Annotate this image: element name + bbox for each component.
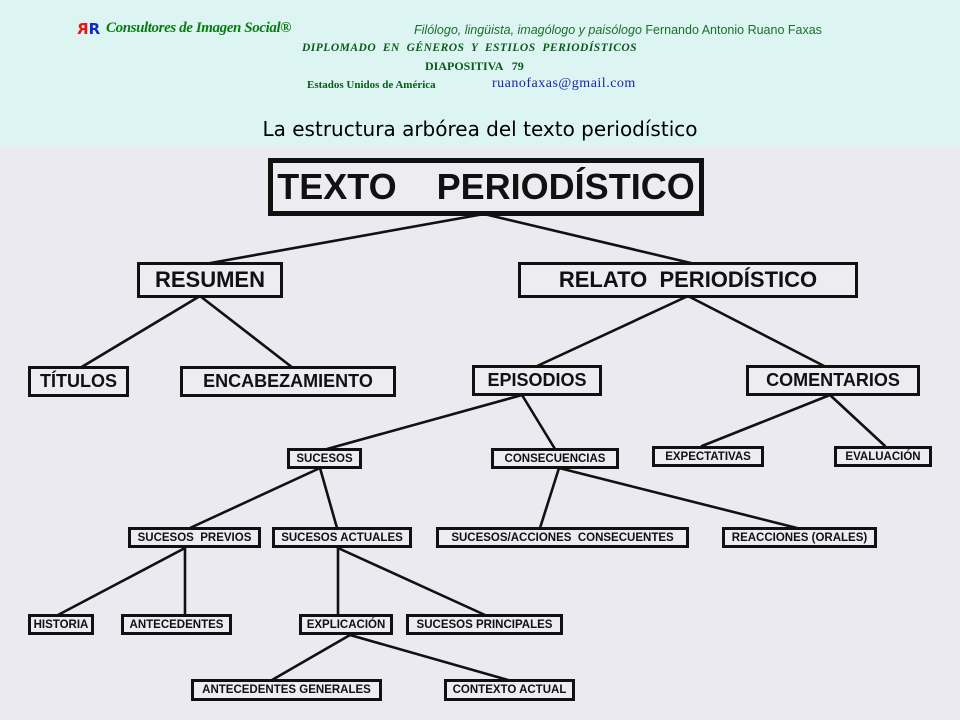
slide-number: DIAPOSITIVA 79 xyxy=(425,59,524,73)
node-sucesos: SUCESOS xyxy=(287,448,362,469)
node-sucesos-actuales: SUCESOS ACTUALES xyxy=(272,527,412,548)
node-explicacion: EXPLICACIÓN xyxy=(299,614,393,635)
brand-name: Consultores de Imagen Social® xyxy=(106,20,292,36)
node-sucesos-previos: SUCESOS PREVIOS xyxy=(128,527,261,548)
node-encabezamiento: ENCABEZAMIENTO xyxy=(180,366,396,397)
author-name: Fernando Antonio Ruano Faxas xyxy=(645,23,822,37)
email-link[interactable]: ruanofaxas@gmail.com xyxy=(492,76,636,91)
node-episodios: EPISODIOS xyxy=(472,365,602,396)
slide-header: RR Consultores de Imagen Social® Filólog… xyxy=(0,0,960,146)
country: Estados Unidos de América xyxy=(307,79,436,91)
rr-logo: RR xyxy=(78,20,101,38)
node-expectativas: EXPECTATIVAS xyxy=(652,446,764,467)
node-antecedentes: ANTECEDENTES xyxy=(121,614,232,635)
node-titulos: TÍTULOS xyxy=(28,366,129,397)
node-texto-periodistico: TEXTO PERIODÍSTICO xyxy=(268,158,704,216)
node-comentarios: COMENTARIOS xyxy=(746,365,920,396)
node-historia: HISTORIA xyxy=(28,614,94,635)
node-sucesos-principales: SUCESOS PRINCIPALES xyxy=(406,614,563,635)
tree-diagram: TEXTO PERIODÍSTICO RESUMEN RELATO PERIOD… xyxy=(0,146,960,720)
logo-letter-red: R xyxy=(78,20,89,38)
node-antecedentes-generales: ANTECEDENTES GENERALES xyxy=(191,679,382,701)
author-credentials: Filólogo, lingüista, imagólogo y paisólo… xyxy=(414,23,642,37)
node-sucesos-acciones-consecuentes: SUCESOS/ACCIONES CONSECUENTES xyxy=(436,527,689,548)
logo-letter-blue: R xyxy=(88,20,101,38)
node-reacciones-orales: REACCIONES (ORALES) xyxy=(722,527,877,548)
node-relato-periodistico: RELATO PERIODÍSTICO xyxy=(518,262,858,298)
connector-lines xyxy=(56,212,887,682)
course-title: DIPLOMADO EN GÉNEROS Y ESTILOS PERIODÍST… xyxy=(302,42,638,54)
node-evaluacion: EVALUACIÓN xyxy=(834,446,932,467)
page-title: La estructura arbórea del texto periodís… xyxy=(262,117,698,141)
node-contexto-actual: CONTEXTO ACTUAL xyxy=(444,679,575,701)
node-consecuencias: CONSECUENCIAS xyxy=(491,448,619,469)
node-resumen: RESUMEN xyxy=(137,262,283,298)
author-line: Filólogo, lingüista, imagólogo y paisólo… xyxy=(414,23,822,37)
